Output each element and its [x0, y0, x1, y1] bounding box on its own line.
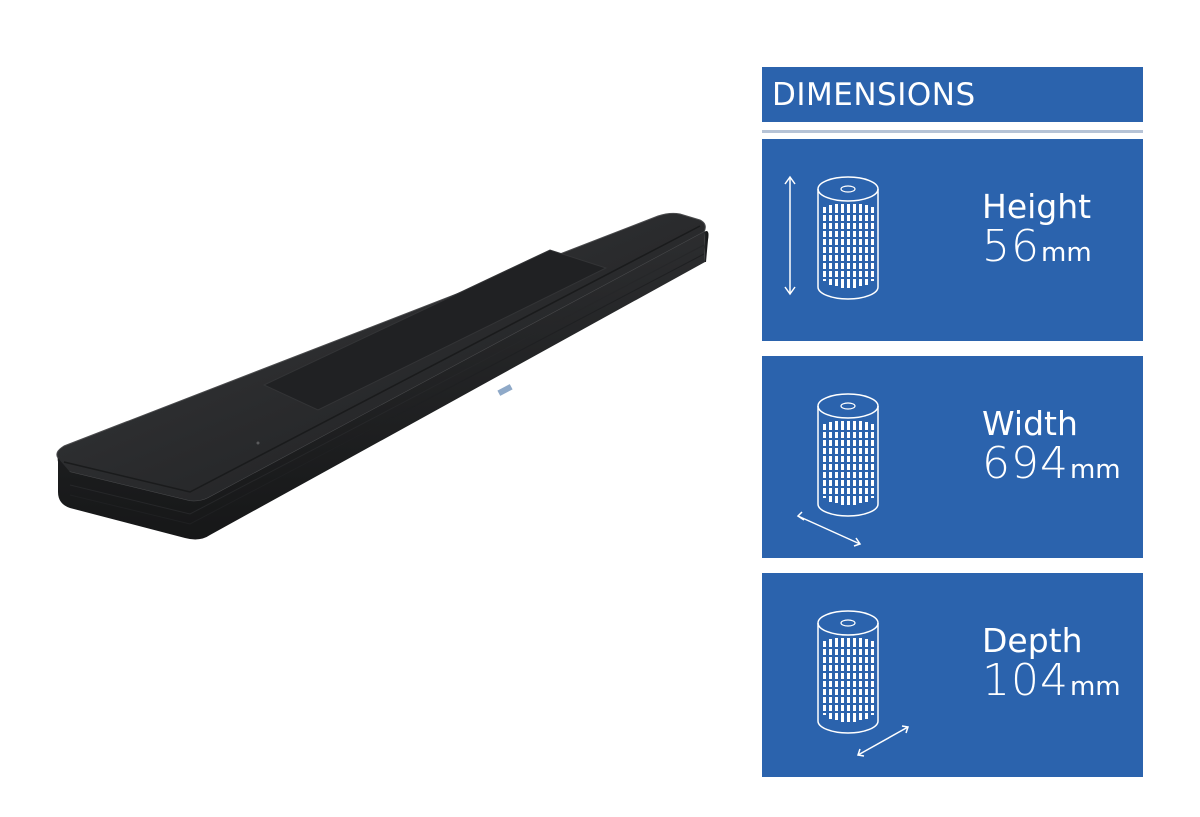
- dimension-card-width: Width 694mm: [762, 356, 1143, 558]
- dimension-text-height: Height 56mm: [982, 189, 1092, 278]
- dimension-card-height: Height 56mm: [762, 139, 1143, 341]
- dimension-card-depth: Depth 104mm: [762, 573, 1143, 777]
- soundbar-image: [40, 200, 730, 620]
- dimension-unit: mm: [1041, 238, 1092, 268]
- dimension-value-row: 104mm: [982, 659, 1121, 712]
- dimension-text-depth: Depth 104mm: [982, 623, 1121, 712]
- dimensions-title: DIMENSIONS: [772, 76, 976, 113]
- dimension-label: Depth: [982, 621, 1083, 660]
- dimension-value: 56: [982, 221, 1040, 272]
- dimension-value-row: 694mm: [982, 442, 1121, 495]
- dimension-label: Height: [982, 187, 1092, 226]
- dimension-unit: mm: [1069, 672, 1121, 702]
- dimensions-panel: DIMENSIONS: [762, 67, 1143, 777]
- cylinder-depth-icon: [782, 603, 922, 763]
- dimension-value-row: 56mm: [982, 225, 1092, 278]
- dimension-value: 694: [982, 438, 1069, 489]
- cylinder-width-icon: [782, 386, 922, 547]
- dimension-unit: mm: [1069, 455, 1121, 485]
- dimension-value: 104: [982, 655, 1069, 706]
- dimension-label: Width: [982, 404, 1078, 443]
- dimensions-header: DIMENSIONS: [762, 67, 1143, 122]
- dimension-text-width: Width 694mm: [982, 406, 1121, 495]
- divider: [762, 130, 1143, 133]
- cylinder-height-icon: [782, 169, 922, 329]
